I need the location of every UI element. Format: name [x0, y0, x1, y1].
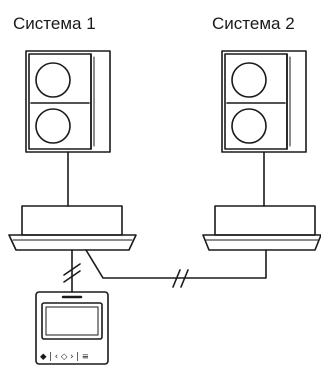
outdoor-unit-1 — [26, 51, 110, 152]
outdoor-unit-2 — [222, 51, 306, 152]
wire-break-mark-link — [173, 270, 188, 287]
controller-screen-inner — [46, 307, 98, 335]
indoor-unit-2-body — [215, 206, 315, 235]
indoor-unit-1 — [9, 206, 136, 250]
controller-body — [36, 292, 108, 364]
outdoor-unit-1-fan-bottom-icon — [36, 109, 70, 143]
wire-break-mark-controller — [64, 264, 80, 282]
outdoor-unit-2-body — [222, 51, 306, 152]
outdoor-unit-2-fan-bottom-icon — [232, 109, 266, 143]
controller-screen — [42, 303, 102, 339]
system-2-label: Система 2 — [212, 14, 295, 33]
indoor-unit-1-body — [22, 206, 122, 235]
outdoor-unit-2-fan-top-icon — [232, 63, 266, 97]
outdoor-unit-1-fan-top-icon — [36, 63, 70, 97]
indoor-unit-1-panel — [9, 235, 136, 250]
wired-controller — [36, 292, 108, 364]
outdoor-unit-1-body — [26, 51, 110, 152]
system-1-label: Система 1 — [13, 14, 96, 33]
control-wire-between-units — [86, 250, 266, 278]
indoor-unit-2 — [203, 206, 321, 250]
controller-buttons-text: ◆ | ‹ ◇ › | ≡ — [40, 352, 89, 362]
indoor-unit-2-panel — [203, 235, 321, 250]
